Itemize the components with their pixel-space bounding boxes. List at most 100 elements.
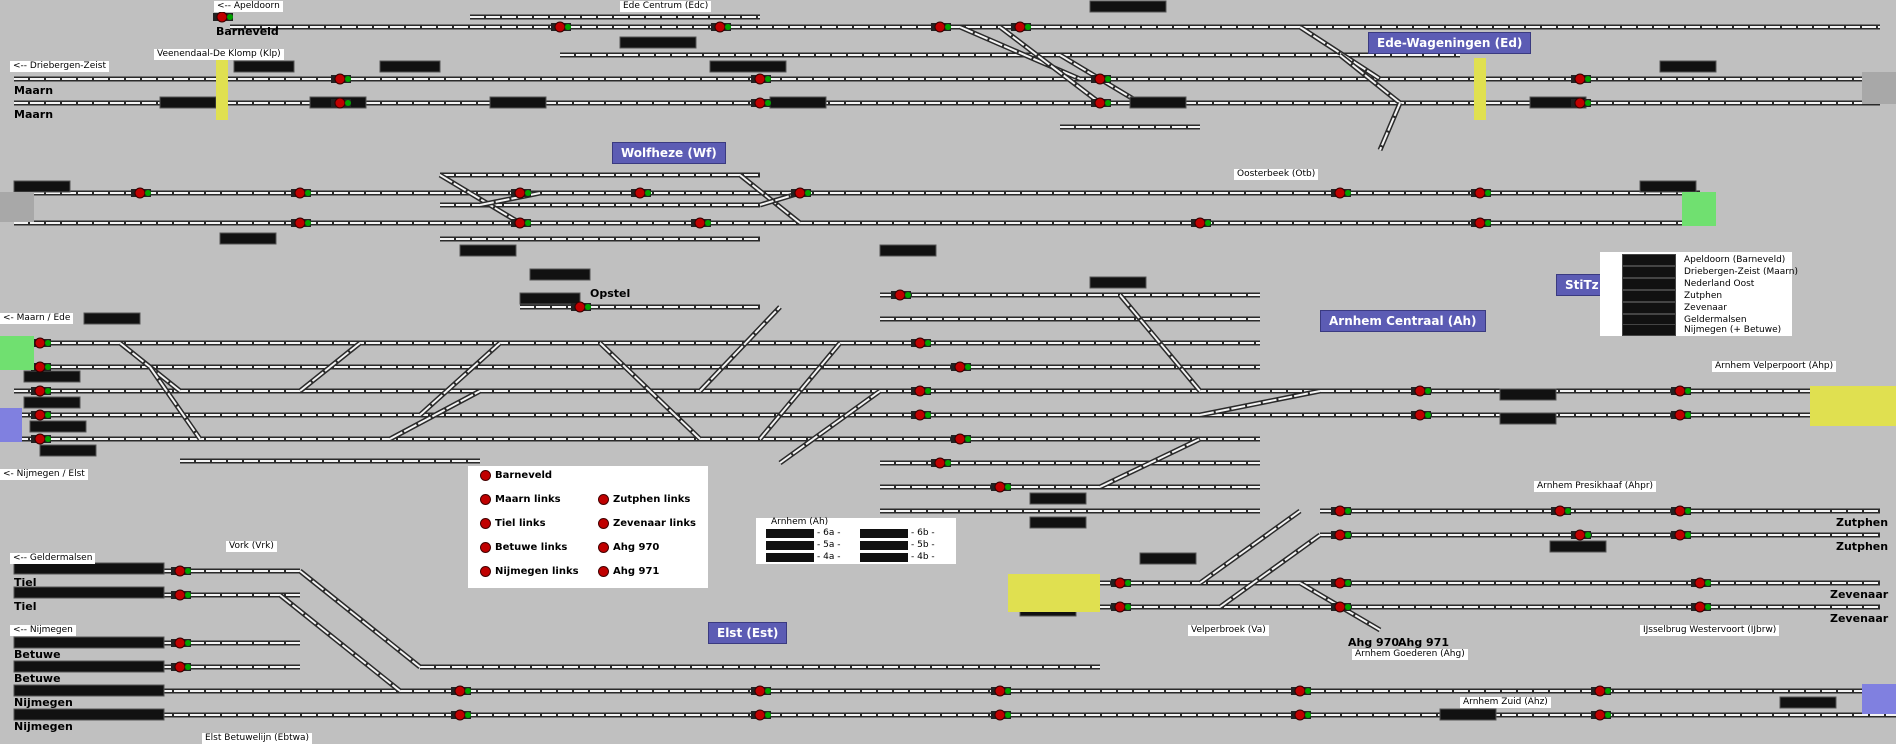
- signal-red-icon[interactable]: [754, 709, 766, 721]
- train-number-block[interactable]: [1089, 276, 1147, 289]
- train-number-block[interactable]: [1029, 492, 1087, 505]
- signal-red-icon[interactable]: [134, 187, 146, 199]
- link-betuwe[interactable]: Betuwe links: [480, 542, 567, 553]
- stitz-row[interactable]: Driebergen-Zeist (Maarn): [1622, 266, 1798, 278]
- signal-red-icon[interactable]: [1474, 187, 1486, 199]
- signal-red-icon[interactable]: [1554, 505, 1566, 517]
- train-number-block[interactable]: [1029, 516, 1087, 529]
- signal-red-icon[interactable]: [1474, 217, 1486, 229]
- signal-red-icon[interactable]: [914, 409, 926, 421]
- station-stitz[interactable]: StiTz: [1556, 274, 1608, 296]
- track-segment[interactable]: [1219, 534, 1321, 608]
- train-number-block[interactable]: [29, 420, 87, 433]
- signal-red-icon[interactable]: [914, 385, 926, 397]
- signal-red-icon[interactable]: [1114, 601, 1126, 613]
- station-arnhem-centraal[interactable]: Arnhem Centraal (Ah): [1320, 310, 1486, 332]
- signal-red-icon[interactable]: [334, 97, 346, 109]
- train-number-block[interactable]: [23, 370, 81, 383]
- link-maarn[interactable]: Maarn links: [480, 494, 561, 505]
- signal-red-icon[interactable]: [1574, 529, 1586, 541]
- track-segment[interactable]: [389, 390, 481, 440]
- arnhem-row-4b[interactable]: - 4b -: [860, 552, 935, 562]
- train-number-block[interactable]: [1549, 540, 1607, 553]
- train-number-block[interactable]: [39, 444, 97, 457]
- signal-red-icon[interactable]: [1674, 529, 1686, 541]
- arnhem-row-4a[interactable]: - 4a -: [766, 552, 840, 562]
- train-number-block[interactable]: [1659, 60, 1717, 73]
- link-zutphen[interactable]: Zutphen links: [598, 494, 690, 505]
- signal-red-icon[interactable]: [34, 361, 46, 373]
- arnhem-row-5a[interactable]: - 5a -: [766, 540, 840, 550]
- signal-red-icon[interactable]: [1094, 73, 1106, 85]
- signal-red-icon[interactable]: [1414, 409, 1426, 421]
- signal-red-icon[interactable]: [1594, 685, 1606, 697]
- track-segment[interactable]: [779, 390, 881, 464]
- train-number-block[interactable]: [219, 232, 277, 245]
- track-segment[interactable]: [419, 342, 501, 416]
- track-segment[interactable]: [759, 342, 841, 440]
- train-number-block[interactable]: [1779, 696, 1837, 709]
- train-number-block[interactable]: [1499, 412, 1557, 425]
- signal-red-icon[interactable]: [34, 337, 46, 349]
- signal-red-icon[interactable]: [994, 709, 1006, 721]
- train-number-block[interactable]: [709, 60, 787, 73]
- signal-red-icon[interactable]: [174, 589, 186, 601]
- arnhem-row-5b[interactable]: - 5b -: [860, 540, 935, 550]
- link-ahg971[interactable]: Ahg 971: [598, 566, 659, 577]
- train-number-block[interactable]: [1089, 0, 1167, 13]
- signal-red-icon[interactable]: [634, 187, 646, 199]
- signal-red-icon[interactable]: [1334, 577, 1346, 589]
- signal-red-icon[interactable]: [1674, 409, 1686, 421]
- signal-red-icon[interactable]: [454, 685, 466, 697]
- signal-red-icon[interactable]: [514, 217, 526, 229]
- track-segment[interactable]: [1099, 438, 1201, 488]
- stitz-row[interactable]: Apeldoorn (Barneveld): [1622, 254, 1785, 266]
- signal-red-icon[interactable]: [1334, 187, 1346, 199]
- signal-red-icon[interactable]: [1574, 73, 1586, 85]
- train-number-block[interactable]: [23, 396, 81, 409]
- track-segment[interactable]: [149, 366, 201, 440]
- train-number-block[interactable]: [1139, 552, 1197, 565]
- arnhem-row-6b[interactable]: - 6b -: [860, 528, 935, 538]
- stitz-row[interactable]: Nijmegen (+ Betuwe): [1622, 324, 1781, 336]
- train-number-block[interactable]: [529, 268, 591, 281]
- signal-red-icon[interactable]: [954, 361, 966, 373]
- station-wolfheze[interactable]: Wolfheze (Wf): [612, 142, 726, 164]
- signal-red-icon[interactable]: [1694, 601, 1706, 613]
- signal-red-icon[interactable]: [34, 409, 46, 421]
- signal-red-icon[interactable]: [514, 187, 526, 199]
- train-number-block[interactable]: [159, 96, 217, 109]
- link-ahg970[interactable]: Ahg 970: [598, 542, 659, 553]
- track-segment[interactable]: [1199, 510, 1301, 584]
- link-tiel[interactable]: Tiel links: [480, 518, 546, 529]
- signal-red-icon[interactable]: [1014, 21, 1026, 33]
- track-segment[interactable]: [739, 174, 801, 224]
- track-segment[interactable]: [1379, 102, 1401, 151]
- link-zevenaar[interactable]: Zevenaar links: [598, 518, 696, 529]
- signal-red-icon[interactable]: [1414, 385, 1426, 397]
- station-ede-wageningen[interactable]: Ede-Wageningen (Ed): [1368, 32, 1532, 54]
- signal-red-icon[interactable]: [934, 21, 946, 33]
- signal-red-icon[interactable]: [994, 685, 1006, 697]
- signal-red-icon[interactable]: [994, 481, 1006, 493]
- stitz-row[interactable]: Zutphen: [1622, 290, 1722, 302]
- track-segment[interactable]: [699, 306, 781, 392]
- signal-red-icon[interactable]: [794, 187, 806, 199]
- train-number-block[interactable]: [13, 660, 165, 673]
- train-number-block[interactable]: [13, 586, 165, 599]
- signal-red-icon[interactable]: [174, 637, 186, 649]
- signal-red-icon[interactable]: [1114, 577, 1126, 589]
- track-segment[interactable]: [1199, 390, 1321, 416]
- train-number-block[interactable]: [379, 60, 441, 73]
- train-number-block[interactable]: [233, 60, 295, 73]
- signal-red-icon[interactable]: [554, 21, 566, 33]
- track-segment[interactable]: [1299, 582, 1381, 631]
- train-number-block[interactable]: [619, 36, 697, 49]
- signal-red-icon[interactable]: [574, 301, 586, 313]
- stitz-row[interactable]: Zevenaar: [1622, 302, 1727, 314]
- signal-red-icon[interactable]: [1574, 97, 1586, 109]
- train-number-block[interactable]: [13, 684, 165, 697]
- signal-red-icon[interactable]: [1194, 217, 1206, 229]
- train-number-block[interactable]: [1129, 96, 1187, 109]
- signal-red-icon[interactable]: [216, 11, 228, 23]
